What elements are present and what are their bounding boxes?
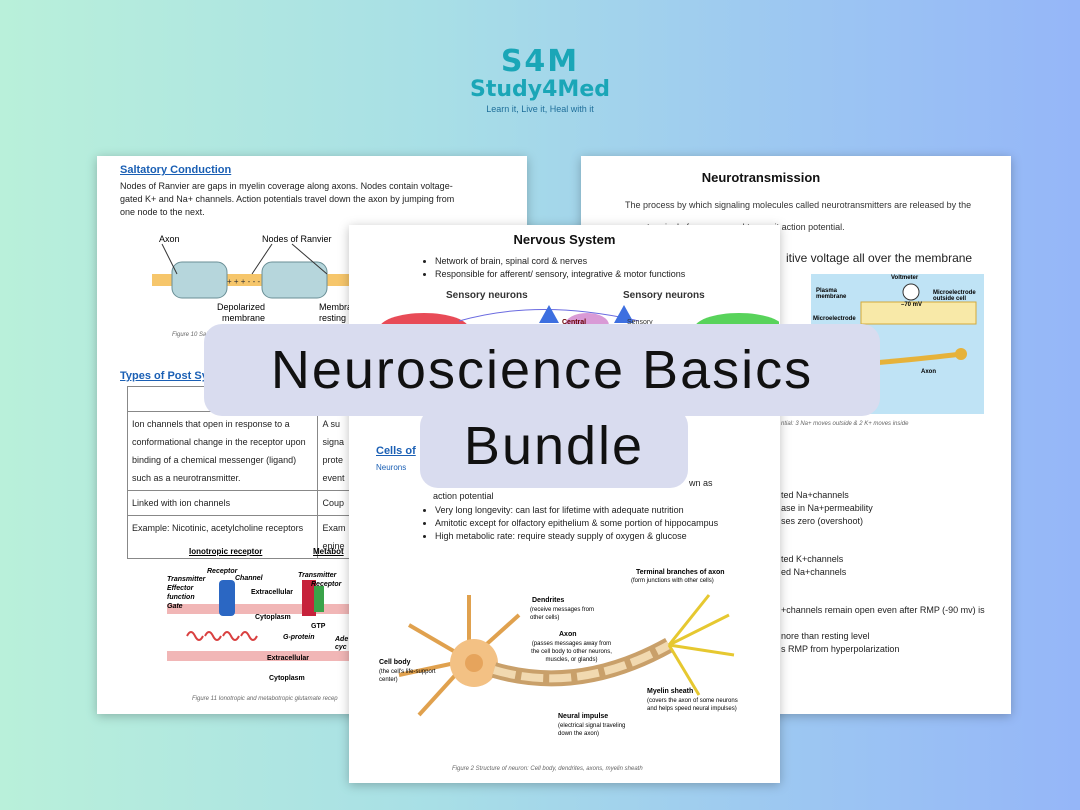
list-item: Network of brain, spinal cord & nerves	[435, 255, 775, 268]
cell-body-sub: (the cell's life-support center)	[379, 669, 436, 683]
text-line-5: ed Na+channels	[781, 567, 847, 577]
neural-impulse-label: Neural impulse	[558, 713, 609, 720]
sensory-neurons-left: Sensory neurons	[446, 290, 528, 301]
metabotropic-label: Metabot	[313, 547, 344, 556]
terminal-branches-label: Terminal branches of axon	[636, 569, 725, 576]
middle-document-page: Nervous System Network of brain, spinal …	[349, 225, 780, 783]
list-item: Very long longevity: can last for lifeti…	[435, 504, 735, 517]
neuron-illustration	[398, 594, 735, 717]
text-line-1: ted Na+channels	[781, 490, 849, 500]
label-channel: Channel	[235, 575, 263, 582]
diagram-label-depolarized: Depolarized	[217, 302, 266, 312]
nervous-system-title: Nervous System	[513, 232, 616, 247]
ionotropic-receptor-label: Ionotropic receptor	[189, 547, 263, 556]
diagram-label-nodes: Nodes of Ranvier	[262, 234, 332, 244]
diagram-label-axon: Axon	[159, 234, 180, 244]
neurons-label: Neurons	[376, 463, 407, 472]
neural-impulse-sub: (electrical signal traveling down the ax…	[558, 723, 626, 737]
diagram-label-resting: resting	[319, 313, 347, 323]
neuron-properties-list: Very long longevity: can last for lifeti…	[421, 504, 735, 543]
saltatory-heading: Saltatory Conduction	[120, 164, 232, 176]
sensory-label: Sensory	[627, 319, 653, 326]
logo-tagline: Learn it, Live it, Heal with it	[486, 104, 594, 114]
list-item: Responsible for afferent/ sensory, integ…	[435, 268, 775, 281]
saltatory-diagram: + + + - - -	[152, 243, 362, 299]
figure-2-caption: Figure 2 Structure of neuron: Cell body,…	[452, 766, 643, 772]
text-line-7: nore than resting level	[781, 631, 870, 641]
diagram-label-membrane: membrane	[222, 313, 266, 323]
logo: S4M Study4Med Learn it, Live it, Heal wi…	[462, 46, 618, 126]
myelin-sheath-label: Myelin sheath	[647, 688, 694, 695]
text-line-6: +channels remain open even after RMP (-9…	[781, 605, 985, 615]
cell-body-label: Cell body	[379, 659, 411, 666]
microelectrode-label: Microelectrode	[813, 316, 856, 322]
title-banner-line-1: Neuroscience Basics	[204, 324, 880, 416]
label-transmitter: Transmitter Effector function Gate	[167, 576, 206, 610]
label-extracellular: Extracellular	[251, 589, 294, 596]
saltatory-text: Nodes of Ranvier are gaps in myelin cove…	[120, 181, 455, 217]
voltmeter-label: Voltmeter	[891, 275, 919, 281]
table-row: Ion channels that open in response to a …	[126, 411, 357, 491]
plasma-membrane-label: Plasma membrane	[816, 288, 847, 300]
figure-11-caption: Figure 11 Ionotropic and metabotropic gl…	[192, 696, 338, 702]
list-item: High metabolic rate: require steady supp…	[435, 530, 735, 543]
axon-label-mid: Axon	[559, 631, 577, 638]
text-line-4: ted K+channels	[781, 554, 844, 564]
label-receptor-2: Receptor	[311, 581, 342, 588]
text-line-3: ses zero (overshoot)	[781, 516, 864, 526]
label-gtp: GTP	[311, 623, 326, 630]
neurotransmission-title: Neurotransmission	[701, 170, 821, 185]
label-extracellular-2: Extracellular	[267, 655, 310, 662]
dendrites-sub: (receive messages from other cells)	[530, 607, 595, 621]
svg-text:+ + + - - -: + + + - - -	[227, 277, 260, 286]
label-adenylyl: Ade cyc	[335, 636, 349, 651]
nervous-system-bullets: Network of brain, spinal cord & nerves R…	[421, 255, 775, 281]
nervous-system-diagram	[379, 305, 779, 327]
axon-label: Axon	[921, 369, 936, 375]
label-gprotein: G-protein	[283, 634, 315, 641]
postsynaptic-heading: Types of Post Sy	[120, 370, 208, 382]
dendrites-label: Dendrites	[532, 597, 565, 604]
label-transmitter-2: Transmitter	[298, 572, 337, 579]
logo-name: Study4Med	[470, 77, 610, 102]
receptor-diagram	[167, 580, 357, 661]
axon-sub: (passes messages away from the cell body…	[531, 641, 612, 663]
text-line-2: ase in Na+permeability	[781, 503, 873, 513]
label-receptor: Receptor	[207, 568, 238, 575]
title-banner-line-2: Bundle	[420, 408, 688, 488]
action-potential-text: action potential	[433, 491, 494, 501]
text-fragment: wn as	[689, 478, 713, 488]
label-cytoplasm-2: Cytoplasm	[269, 675, 305, 682]
label-cytoplasm: Cytoplasm	[255, 614, 291, 621]
membrane-voltage-line: itive voltage all over the membrane	[786, 251, 973, 265]
cells-heading: Cells of	[376, 445, 416, 457]
figure-10-caption: Figure 10 Salt	[172, 332, 210, 338]
myelin-sheath-sub: (covers the axon of some neurons and hel…	[647, 698, 738, 712]
sensory-neurons-right: Sensory neurons	[623, 290, 705, 301]
diagram-caption: ntial: 3 Na+ moves outside & 2 K+ moves …	[781, 421, 909, 427]
central-label: Central	[562, 319, 587, 326]
logo-mark: S4M	[500, 44, 580, 79]
list-item: Amitotic except for olfactory epithelium…	[435, 517, 735, 530]
mv-readout: –70 mV	[901, 302, 923, 308]
diagram-label-membra: Membra	[319, 302, 353, 312]
text-line-8: s RMP from hyperpolarization	[781, 644, 900, 654]
terminal-branches-sub: (form junctions with other cells)	[631, 578, 714, 584]
microelectrode-outside-label: Microelectrode outside cell	[933, 290, 976, 302]
